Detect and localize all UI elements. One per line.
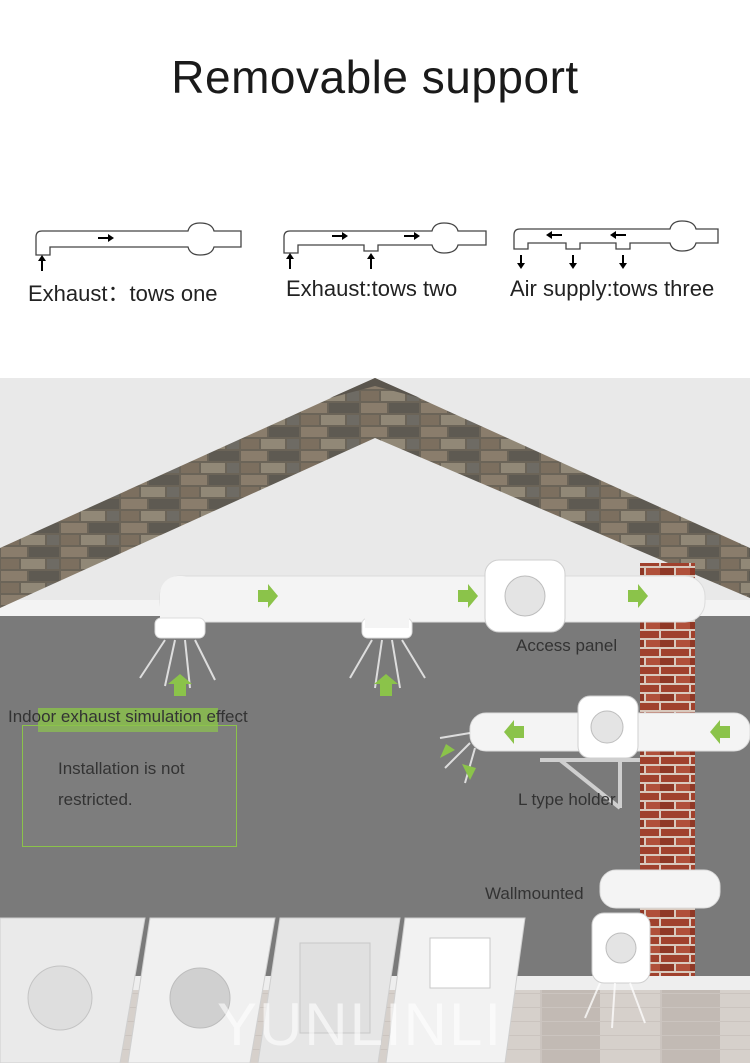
info-installation-line2: restricted. [58,790,133,809]
label-wallmounted: Wallmounted [485,884,584,903]
info-installation-line1: Installation is not [58,759,185,778]
caption-exhaust-two: Exhaust:tows two [286,276,458,301]
label-access-panel: Access panel [516,636,618,655]
header-section: Removable support Exhaust：tows one Exhau… [0,0,750,378]
label-indoor-effect: Indoor exhaust simulation effect [8,707,248,726]
watermark-brand: YUNLINLI [216,991,504,1058]
installation-scene: Access panel Indoor exhaust simulation e… [0,378,750,1063]
diagram-air-supply-three [510,215,720,275]
label-l-holder: L type holder [518,790,616,809]
caption-exhaust-one: Exhaust：tows one [28,281,218,306]
diagram-exhaust-one [28,215,243,275]
page-title: Removable support [171,51,579,103]
house-illustration [0,378,750,1063]
info-box [22,725,237,847]
caption-air-supply-three: Air supply:tows three [510,276,715,301]
diagram-exhaust-two [282,215,492,275]
